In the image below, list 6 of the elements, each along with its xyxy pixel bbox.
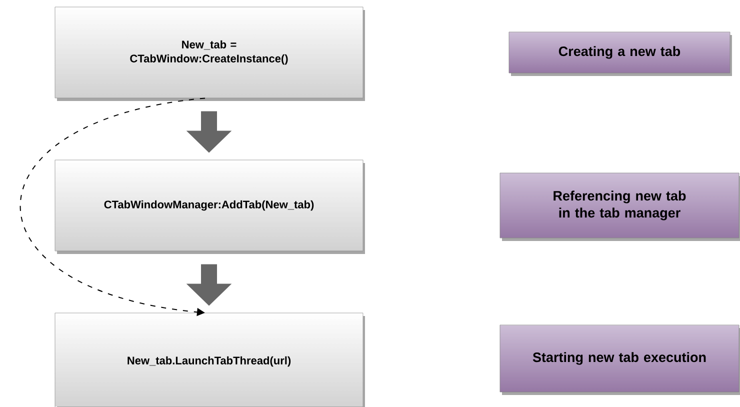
step-box: Referencing new tab in the tab manager — [500, 172, 740, 241]
step-box: Starting new tab execution — [500, 324, 740, 395]
code-box: CTabWindowManager:AddTab(New_tab) — [54, 160, 365, 254]
code-box: New_tab = CTabWindow:CreateInstance() — [54, 6, 365, 101]
step-box: Creating a new tab — [508, 32, 732, 76]
code-box: New_tab.LaunchTabThread(url) — [54, 312, 365, 407]
